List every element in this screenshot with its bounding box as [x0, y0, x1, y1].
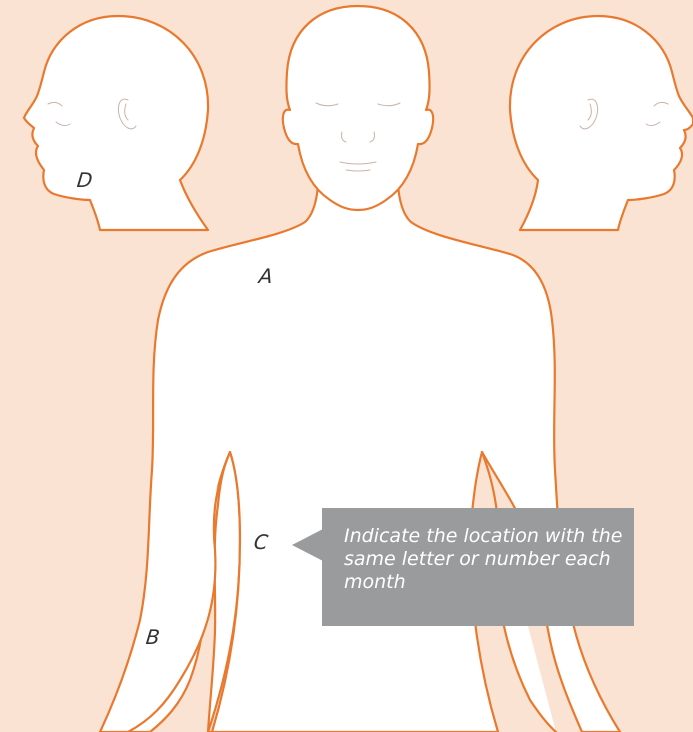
marker-a: A [258, 264, 274, 288]
right-profile-head-outline [510, 16, 693, 230]
marker-c: C [253, 530, 269, 554]
callout-text: Indicate the location with the same lett… [344, 525, 624, 594]
left-profile-head-outline [24, 16, 208, 230]
callout-pointer [292, 529, 323, 561]
front-head-outline [283, 6, 433, 210]
instruction-callout: Indicate the location with the same lett… [322, 508, 634, 626]
marker-b: B [145, 625, 161, 649]
front-body-outline [100, 180, 620, 732]
marker-d: D [76, 168, 94, 192]
